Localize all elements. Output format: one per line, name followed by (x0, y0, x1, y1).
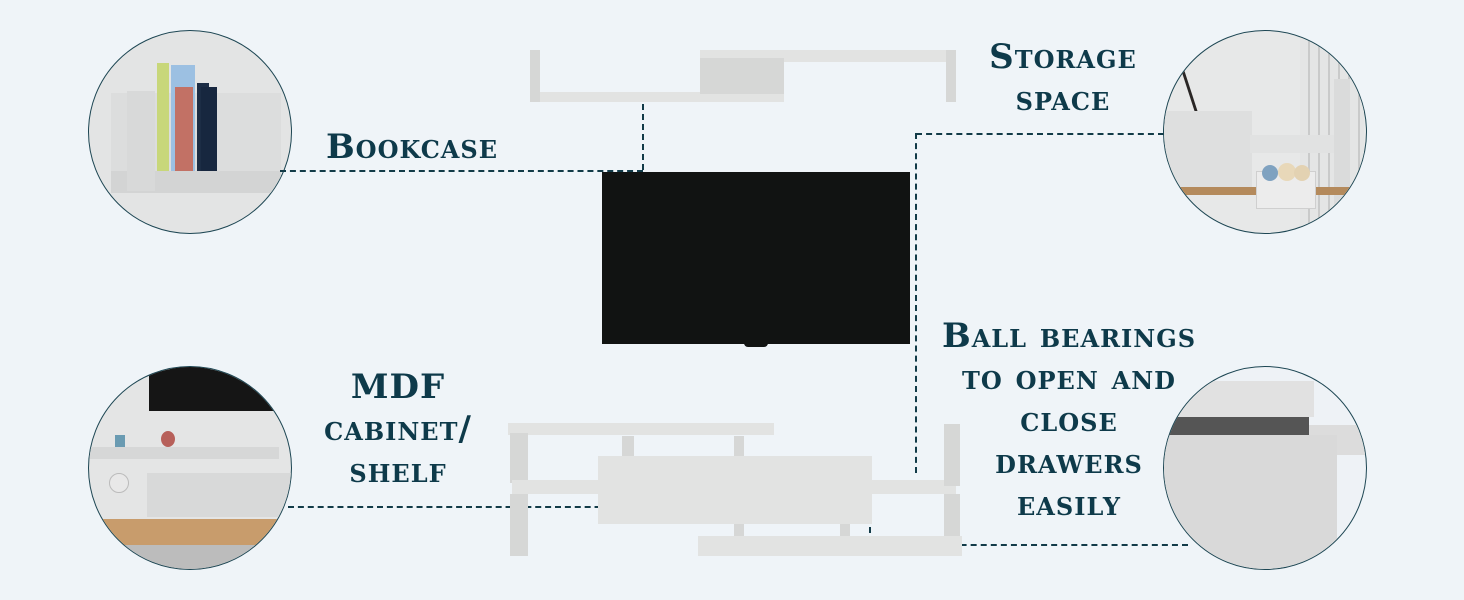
drawer-connector-line (870, 544, 1188, 546)
stand-support-2 (734, 436, 744, 458)
bookcase-label: Bookcase (312, 126, 512, 168)
vase-icon (161, 431, 175, 447)
shelf-top (1250, 135, 1346, 153)
storage-connector-line-vertical (915, 133, 917, 473)
towel-roll-icon (1262, 165, 1278, 181)
bookcase-detail-image (88, 30, 292, 234)
stand-right-upper-side (944, 424, 960, 486)
bearings-text-line-2: to open and (962, 358, 1176, 398)
stand-support-3 (734, 524, 744, 546)
mdf-connector-line (288, 506, 650, 508)
cabinet-block (1164, 111, 1252, 193)
storage-connector-line (916, 133, 1164, 135)
wall-shelf-center-block (700, 58, 784, 94)
drawer-connector-line-vertical (869, 516, 871, 544)
rug (89, 545, 291, 569)
cup-icon (115, 435, 125, 447)
wood-floor (89, 519, 291, 545)
drawer-gap-shadow (1164, 417, 1309, 435)
wall-shelf-left-end (530, 50, 540, 102)
bookcase-connector-line (280, 170, 643, 172)
bookcase-connector-line-vertical (642, 104, 644, 170)
stand-right-mid-shelf (872, 480, 956, 494)
stand-right-lower-side (944, 494, 960, 546)
book-icon (157, 63, 169, 171)
decor-ball-icon (109, 473, 129, 493)
mdf-text-line-1: MDF (350, 367, 446, 407)
stand-support-1 (622, 436, 634, 458)
ball-bearings-label: Ball bearings to open and close drawers … (924, 315, 1214, 525)
cabinet-top (1164, 381, 1314, 417)
storage-space-label: Storage space (960, 36, 1166, 120)
storage-text-line-2: space (1015, 79, 1111, 119)
bookcase-text: Bookcase (325, 127, 499, 167)
lamp-icon (1180, 67, 1217, 115)
storage-text-line-1: Storage (989, 37, 1137, 77)
towel-roll-icon (1278, 163, 1296, 181)
mdf-cabinet-detail-image (88, 366, 292, 570)
shelf-side (1334, 79, 1350, 229)
mdf-text-line-2: cabinet/ (324, 409, 472, 449)
shelf-side-panel (127, 91, 155, 191)
television-image (602, 172, 910, 344)
towel-roll-icon (1294, 165, 1310, 181)
bearings-text-line-1: Ball bearings (941, 316, 1197, 356)
mdf-cabinet-label: MDF cabinet/ shelf (296, 366, 500, 492)
stand-bottom-shelf (698, 536, 962, 556)
shelf-top (89, 447, 279, 459)
bearings-text-line-5: easily (1017, 484, 1121, 524)
mdf-text-line-3: shelf (349, 451, 447, 491)
bearings-text-line-3: close (1020, 400, 1118, 440)
tv-edge (149, 367, 279, 411)
stand-left-upper-side (510, 433, 528, 483)
stand-support-4 (840, 524, 850, 546)
book-icon (201, 87, 217, 171)
wall-shelf-right-end (946, 50, 956, 102)
stand-left-mid-shelf (512, 480, 602, 494)
cabinet-drawer (147, 473, 291, 517)
storage-space-detail-image (1163, 30, 1367, 234)
drawer-detail-image (1163, 366, 1367, 570)
drawer-front (1164, 435, 1337, 569)
tv-logo-tab (744, 343, 768, 347)
stand-top-shelf (508, 423, 774, 435)
stand-left-lower-side (510, 494, 528, 556)
wall-shelf-lower (530, 92, 784, 102)
bearings-text-line-4: drawers (995, 442, 1143, 482)
book-icon (175, 87, 193, 171)
stand-drawer-block (598, 456, 872, 524)
